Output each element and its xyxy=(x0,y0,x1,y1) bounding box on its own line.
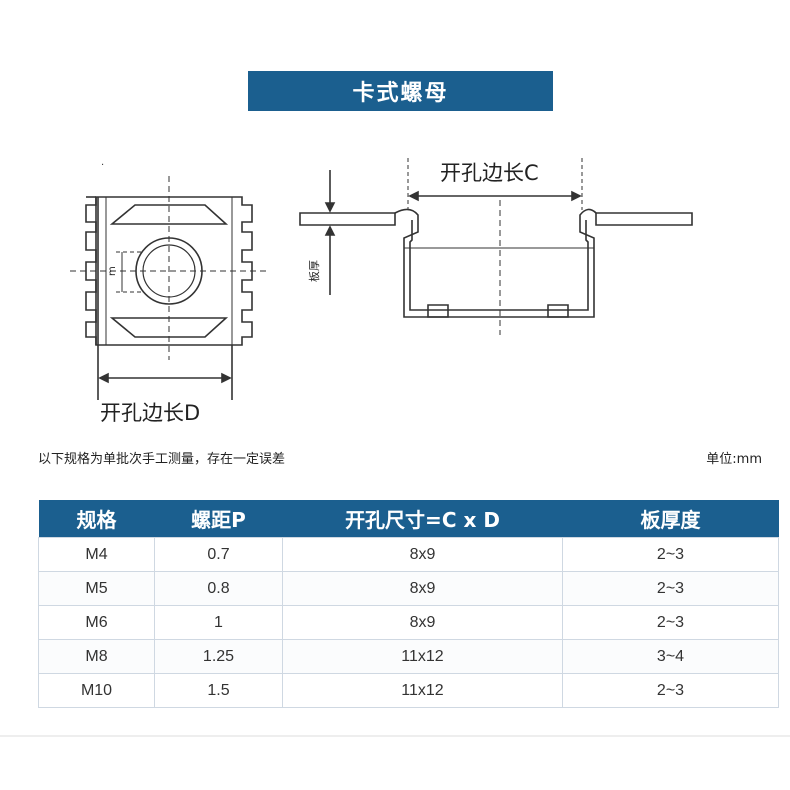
header-spec: 规格 xyxy=(38,500,155,538)
side-view-drawing xyxy=(299,158,693,318)
cell-thickness: 2~3 xyxy=(562,537,779,572)
spec-table-header: 规格 螺距P 开孔尺寸=C x D 板厚度 xyxy=(38,500,779,538)
cell-spec: M10 xyxy=(38,673,155,708)
cell-thickness: 2~3 xyxy=(562,673,779,708)
cell-pitch: 0.7 xyxy=(154,537,283,572)
cell-pitch: 1 xyxy=(154,605,283,640)
cell-hole-size: 8x9 xyxy=(282,537,563,572)
table-row: M6 1 8x9 2~3 xyxy=(38,605,779,640)
table-row: M8 1.25 11x12 3~4 xyxy=(38,639,779,674)
cell-spec: M6 xyxy=(38,605,155,640)
front-view-label: 开孔边长D xyxy=(100,401,200,425)
cell-hole-size: 8x9 xyxy=(282,571,563,606)
cell-spec: M8 xyxy=(38,639,155,674)
header-pitch: 螺距P xyxy=(154,500,283,538)
cell-thickness: 2~3 xyxy=(562,605,779,640)
side-view-label: 开孔边长C xyxy=(440,161,539,185)
cell-pitch: 1.25 xyxy=(154,639,283,674)
unit-note: 单位:mm xyxy=(706,452,762,467)
cell-hole-size: 8x9 xyxy=(282,605,563,640)
bottom-divider xyxy=(0,735,790,737)
cell-pitch: 1.5 xyxy=(154,673,283,708)
cage-nut-diagram: . 开孔边长D 开孔边长C 板厚 m xyxy=(70,157,693,425)
cell-spec: M4 xyxy=(38,537,155,572)
table-row: M10 1.5 11x12 2~3 xyxy=(38,673,779,708)
cell-spec: M5 xyxy=(38,571,155,606)
header-hole-size: 开孔尺寸=C x D xyxy=(282,500,563,538)
cell-hole-size: 11x12 xyxy=(282,673,563,708)
cell-pitch: 0.8 xyxy=(154,571,283,606)
cell-hole-size: 11x12 xyxy=(282,639,563,674)
cell-thickness: 2~3 xyxy=(562,571,779,606)
table-row: M4 0.7 8x9 2~3 xyxy=(38,537,779,572)
measurement-note: 以下规格为单批次手工测量，存在一定误差 xyxy=(38,452,286,467)
table-row: M5 0.8 8x9 2~3 xyxy=(38,571,779,606)
svg-text:.: . xyxy=(101,157,104,168)
thickness-label: 板厚 xyxy=(307,260,321,282)
header-panel-thickness: 板厚度 xyxy=(562,500,779,538)
spec-table: 规格 螺距P 开孔尺寸=C x D 板厚度 M4 0.7 8x9 2~3 M5 … xyxy=(38,500,779,708)
page-title: 卡式螺母 xyxy=(248,71,553,111)
cell-thickness: 3~4 xyxy=(562,639,779,674)
diameter-label: m xyxy=(107,266,118,276)
